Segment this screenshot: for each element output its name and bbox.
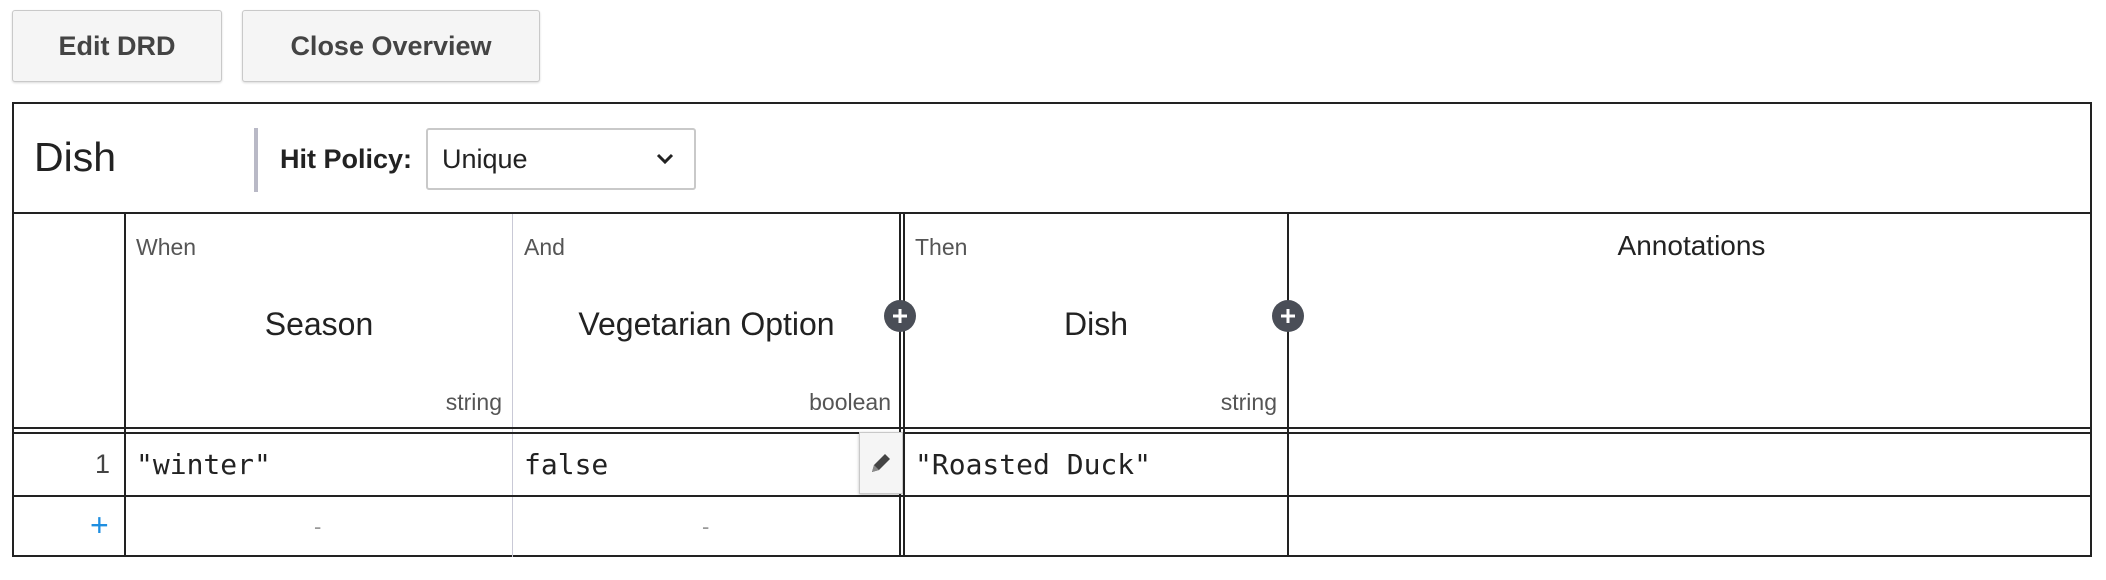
col-divider-inputs-outputs-a [899,214,901,557]
col-divider-input1 [512,214,513,557]
close-overview-button[interactable]: Close Overview [242,10,540,82]
hit-policy-value: Unique [442,143,528,174]
input2-title[interactable]: Vegetarian Option [578,306,835,342]
header-bottom-border-2 [14,432,2090,434]
row-index: 1 [94,449,110,479]
hit-policy-select[interactable]: Unique [426,128,696,190]
header-divider [254,128,258,192]
input1-clause-label: When [136,234,197,260]
rule-vegetarian-cell[interactable]: false [524,448,609,481]
edit-drd-button[interactable]: Edit DRD [12,10,222,82]
pencil-icon [872,454,890,472]
output1-clause-label: Then [915,234,968,260]
col-divider-inputs-outputs-b [903,214,905,557]
decision-header: Dish Hit Policy: Unique [14,104,2090,214]
output1-title[interactable]: Dish [1063,306,1128,342]
output1-type[interactable]: string [1220,389,1277,415]
header-bottom-border [14,427,2090,429]
annotations-title: Annotations [1617,230,1766,261]
new-rule-season-placeholder[interactable]: - [314,514,322,539]
input2-clause-label: And [524,234,565,260]
col-divider-index [124,214,126,557]
decision-name[interactable]: Dish [34,134,117,180]
chevron-down-icon [656,153,674,165]
add-output-icon[interactable] [1272,300,1304,332]
input2-type[interactable]: boolean [809,389,891,415]
input1-title[interactable]: Season [264,306,374,342]
new-rule-vegetarian-placeholder[interactable]: - [702,514,710,539]
col-divider-output-annotations [1287,214,1289,557]
add-rule-button[interactable]: + [90,507,109,543]
rule-dish-cell[interactable]: "Roasted Duck" [915,448,1152,481]
edit-cell-button[interactable] [859,432,903,494]
add-input-icon[interactable] [884,300,916,332]
row-divider [14,495,2090,497]
toolbar: Edit DRD Close Overview [12,10,540,82]
rule-season-cell[interactable]: "winter" [136,448,271,481]
decision-table: Dish Hit Policy: Unique When Season stri… [12,102,2092,557]
input1-type[interactable]: string [445,389,502,415]
hit-policy-label: Hit Policy: [280,144,413,174]
